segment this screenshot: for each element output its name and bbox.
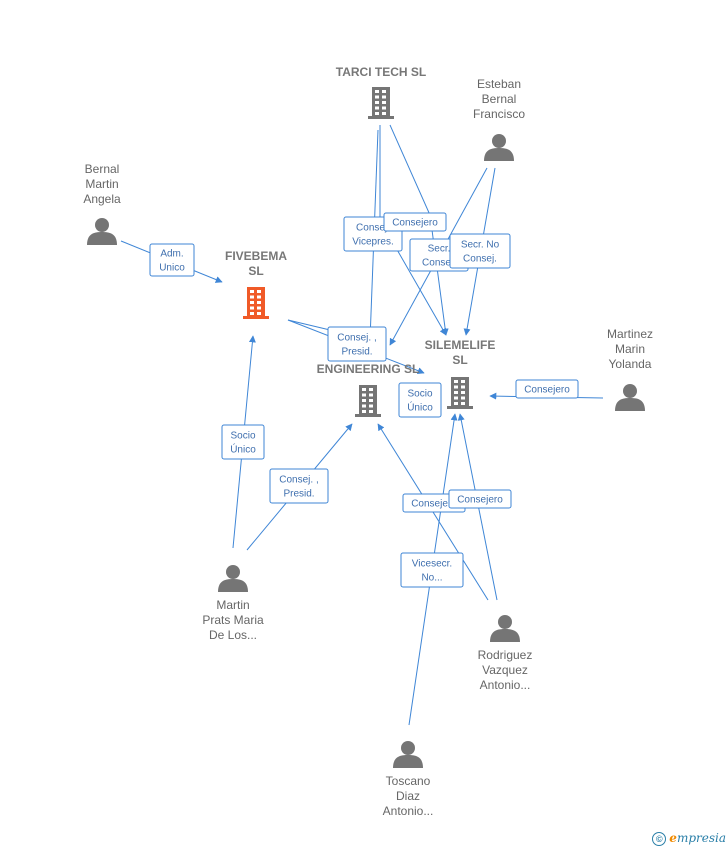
relation-text: Consej.: [356, 223, 390, 234]
relation-text: Consej.: [422, 258, 456, 269]
relation-label[interactable]: Consejero: [515, 379, 579, 399]
relation-text: No...: [421, 573, 442, 584]
node-label: Martinez: [607, 327, 653, 341]
node-label: Angela: [83, 192, 121, 206]
copyright-icon: ©: [652, 832, 667, 846]
node-engineering[interactable]: ENGINEERING SL: [317, 362, 420, 417]
relation-text: Consej. ,: [279, 475, 318, 486]
node-rodriguez[interactable]: RodriguezVazquezAntonio...: [478, 615, 533, 692]
person-icon: [615, 384, 645, 411]
relation-text: Adm.: [160, 249, 183, 260]
node-label: ENGINEERING SL: [317, 362, 420, 376]
brand-logo-letter: e: [669, 831, 677, 846]
building-icon: [355, 385, 381, 417]
relation-text: Consejero: [411, 499, 457, 510]
relation-text: Único: [407, 401, 433, 414]
person-icon: [218, 565, 248, 592]
relation-label[interactable]: Consejero: [448, 489, 512, 509]
relation-text: Consej. ,: [337, 333, 376, 344]
person-icon: [393, 741, 423, 768]
relation-text: Consejero: [524, 385, 570, 396]
relation-box: [269, 468, 329, 504]
relation-text: Socio: [407, 389, 432, 400]
relation-label[interactable]: Secr. No Consej.: [449, 233, 511, 269]
relation-text: Consejero: [392, 218, 438, 229]
node-label: Marin: [615, 342, 645, 356]
building-icon: [447, 377, 473, 409]
relation-label[interactable]: Consejero: [383, 212, 447, 232]
building-icon: [243, 287, 269, 319]
person-icon: [87, 218, 117, 245]
node-label: Vazquez: [482, 663, 528, 677]
building-icon: [368, 87, 394, 119]
node-label: Diaz: [396, 789, 420, 803]
node-label: Prats Maria: [202, 613, 264, 627]
node-toscano[interactable]: ToscanoDiazAntonio...: [383, 741, 434, 818]
relation-box: [149, 243, 195, 277]
node-label: Martin: [216, 598, 249, 612]
relation-text: Consejero: [457, 495, 503, 506]
node-label: De Los...: [209, 628, 257, 642]
edges: [120, 124, 604, 726]
nodes: TARCI TECH SLEstebanBernalFranciscoBerna…: [83, 65, 653, 818]
relation-text: Consej.: [463, 254, 497, 265]
node-label: Bernal: [85, 162, 120, 176]
brand-logo-text: mpresia: [676, 831, 726, 846]
relation-text: Secr.: [428, 244, 451, 255]
relation-label[interactable]: Vicesecr. No...: [400, 552, 464, 588]
relation-labels: Adm.UnicoConsej.Vicepres.ConsejeroSecr.C…: [149, 212, 579, 588]
node-label: Toscano: [386, 774, 431, 788]
relation-text: Presid.: [341, 347, 372, 358]
node-label: Rodriguez: [478, 648, 533, 662]
node-label: Esteban: [477, 77, 521, 91]
node-label: Antonio...: [480, 678, 531, 692]
relation-box: [448, 489, 512, 509]
relation-label[interactable]: Adm. Unico: [149, 243, 195, 277]
relation-box: [398, 382, 442, 418]
person-icon: [490, 615, 520, 642]
relation-box: [400, 552, 464, 588]
relation-box: [449, 233, 511, 269]
relation-text: Vicesecr.: [412, 559, 452, 570]
node-label: Martin: [85, 177, 118, 191]
node-label: Antonio...: [383, 804, 434, 818]
node-tarci[interactable]: TARCI TECH SL: [336, 65, 426, 119]
relation-text: Presid.: [283, 489, 314, 500]
relation-text: Vicepres.: [352, 237, 394, 248]
node-label: SL: [248, 264, 263, 278]
node-label: FIVEBEMA: [225, 249, 287, 263]
relation-box: [515, 379, 579, 399]
relation-box: [221, 424, 265, 460]
relation-text: Unico: [159, 263, 185, 274]
node-label: TARCI TECH SL: [336, 65, 426, 79]
relation-text: Único: [230, 443, 256, 456]
node-label: Yolanda: [609, 357, 652, 371]
empresia-brand: ©empresia: [652, 831, 726, 846]
node-label: Bernal: [482, 92, 517, 106]
relation-text: Socio: [230, 431, 255, 442]
edge-fivebema-eng: [287, 319, 331, 331]
relation-box: [327, 326, 387, 362]
relation-text: Secr. No: [461, 240, 500, 251]
node-label: SILEMELIFE: [425, 338, 496, 352]
node-label: Francisco: [473, 107, 525, 121]
relation-label[interactable]: Consej. , Presid.: [327, 326, 387, 362]
node-label: SL: [452, 353, 467, 367]
relation-box: [383, 212, 447, 232]
relation-label[interactable]: Consej. , Presid.: [269, 468, 329, 504]
person-icon: [484, 134, 514, 161]
